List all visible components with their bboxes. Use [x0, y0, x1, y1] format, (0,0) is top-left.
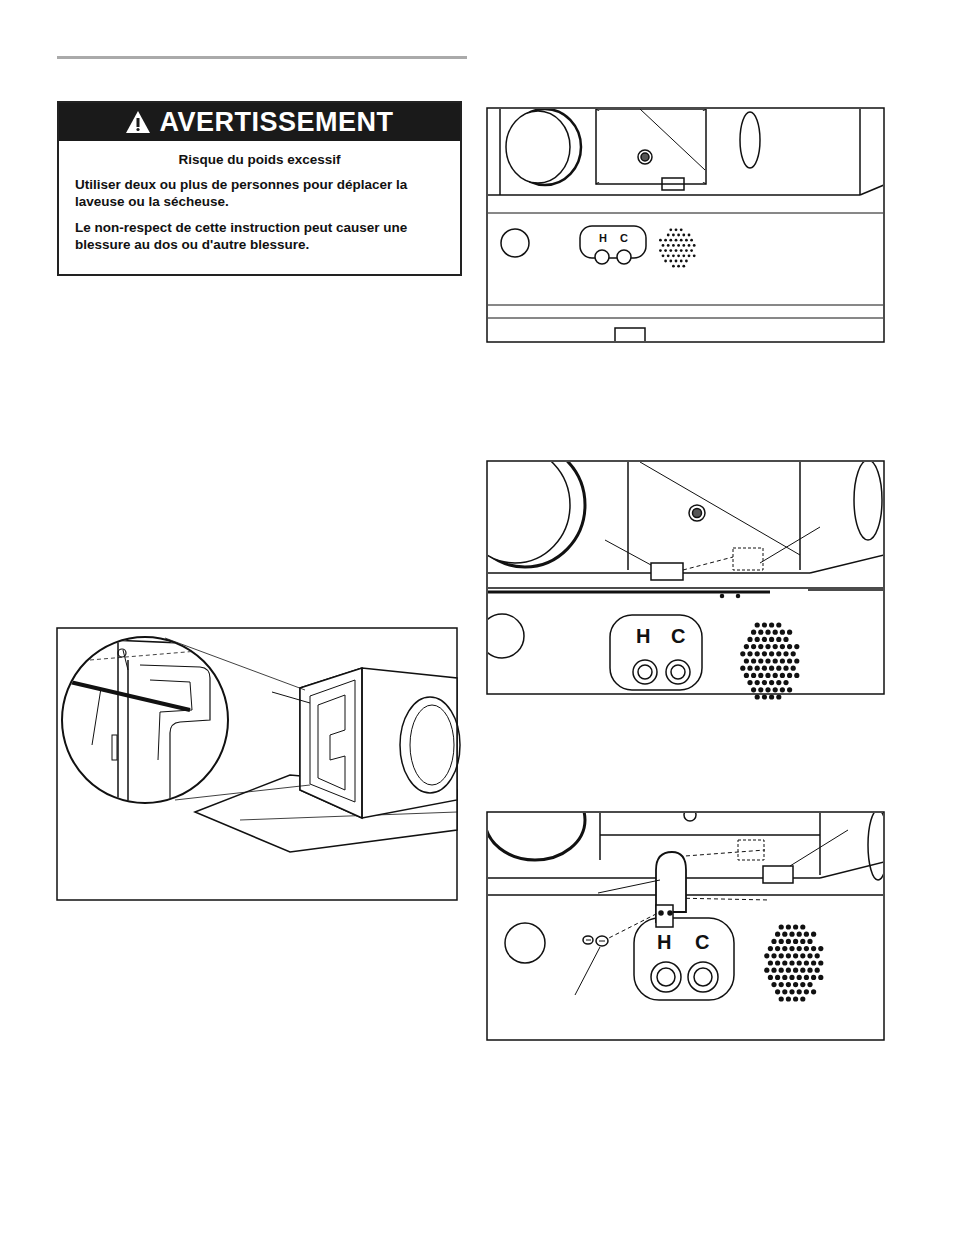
- header-rule: [57, 56, 467, 59]
- figure-washer-on-cardboard: [57, 628, 460, 900]
- warning-title: AVERTISSEMENT: [159, 107, 393, 138]
- figure-bracket-install: [485, 780, 888, 1040]
- hazard-name: Risque du poids excessif: [75, 151, 444, 168]
- figure-stacked-units: [487, 108, 884, 342]
- warning-icon: [125, 110, 151, 134]
- inlet-label: C: [695, 932, 709, 952]
- warning-text: Le non-respect de cette instruction peut…: [75, 219, 444, 253]
- warning-body: Risque du poids excessifUtiliser deux ou…: [59, 141, 460, 274]
- inlet-label: C: [620, 233, 628, 244]
- warning-text: Utiliser deux ou plus de personnes pour …: [75, 176, 444, 210]
- inlet-label: C: [671, 626, 685, 646]
- inlet-label: H: [636, 626, 650, 646]
- warning-header: AVERTISSEMENT: [59, 103, 460, 141]
- inlet-label: H: [599, 233, 607, 244]
- figure-bracket-position: [460, 443, 884, 700]
- inlet-label: H: [657, 932, 671, 952]
- warning-box: AVERTISSEMENTRisque du poids excessifUti…: [57, 101, 462, 276]
